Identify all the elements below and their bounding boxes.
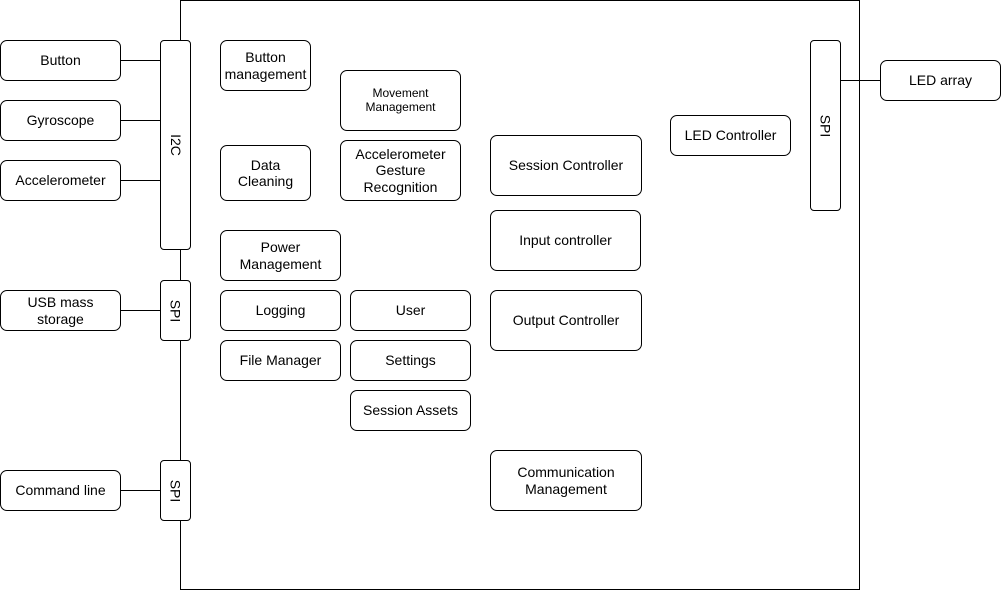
module-movement-management: Movement Management [340,70,461,131]
module-logging-label: Logging [255,302,306,319]
bus-spi-command-line: SPI [160,460,191,521]
external-button: Button [0,40,121,81]
external-accelerometer-label: Accelerometer [15,172,106,189]
bus-spi-command-line-label: SPI [167,479,184,502]
module-file-manager-label: File Manager [239,352,322,369]
external-led-array: LED array [880,60,1001,101]
module-input-controller: Input controller [490,210,641,271]
external-gyroscope: Gyroscope [0,100,121,141]
module-logging: Logging [220,290,341,331]
connector-spi-ledarray [840,80,880,81]
module-user: User [350,290,471,331]
bus-spi-led: SPI [810,40,841,211]
external-command-line-label: Command line [15,482,106,499]
connector-button-i2c [120,60,160,61]
connector-commandline-spi [120,490,160,491]
module-settings: Settings [350,340,471,381]
bus-i2c-label: I2C [167,134,184,156]
module-communication-management-label: Communication Management [517,464,615,497]
module-file-manager: File Manager [220,340,341,381]
module-communication-management: Communication Management [490,450,642,511]
external-button-label: Button [40,52,81,69]
module-data-cleaning: Data Cleaning [220,145,311,201]
bus-spi-storage-label: SPI [167,299,184,322]
external-led-array-label: LED array [908,72,973,89]
module-session-assets: Session Assets [350,390,471,431]
module-data-cleaning-label: Data Cleaning [237,156,294,189]
module-button-management-label: Button management [224,49,307,82]
external-gyroscope-label: Gyroscope [26,112,95,129]
module-power-management-label: Power Management [239,239,322,272]
external-usb-mass-storage-label: USB mass storage [27,294,94,327]
module-output-controller-label: Output Controller [512,312,620,329]
connector-gyroscope-i2c [120,120,160,121]
module-accelerometer-gesture-recognition: Accelerometer Gesture Recognition [340,140,461,201]
module-power-management: Power Management [220,230,341,281]
module-user-label: User [395,302,426,319]
bus-spi-storage: SPI [160,280,191,341]
module-output-controller: Output Controller [490,290,642,351]
external-usb-mass-storage: USB mass storage [0,290,121,331]
module-input-controller-label: Input controller [519,232,612,249]
module-accelerometer-gesture-recognition-label: Accelerometer Gesture Recognition [355,146,446,195]
module-session-assets-label: Session Assets [363,402,458,419]
external-command-line: Command line [0,470,121,511]
connector-usb-spi [120,310,160,311]
module-movement-management-label: Movement Management [365,85,436,114]
bus-i2c: I2C [160,40,191,250]
module-button-management: Button management [220,40,311,91]
external-accelerometer: Accelerometer [0,160,121,201]
module-session-controller-label: Session Controller [508,157,624,174]
connector-accelerometer-i2c [120,180,160,181]
module-led-controller-label: LED Controller [684,127,777,144]
module-settings-label: Settings [385,352,436,369]
module-session-controller: Session Controller [490,135,642,196]
bus-spi-led-label: SPI [817,114,834,137]
module-led-controller: LED Controller [670,115,791,156]
